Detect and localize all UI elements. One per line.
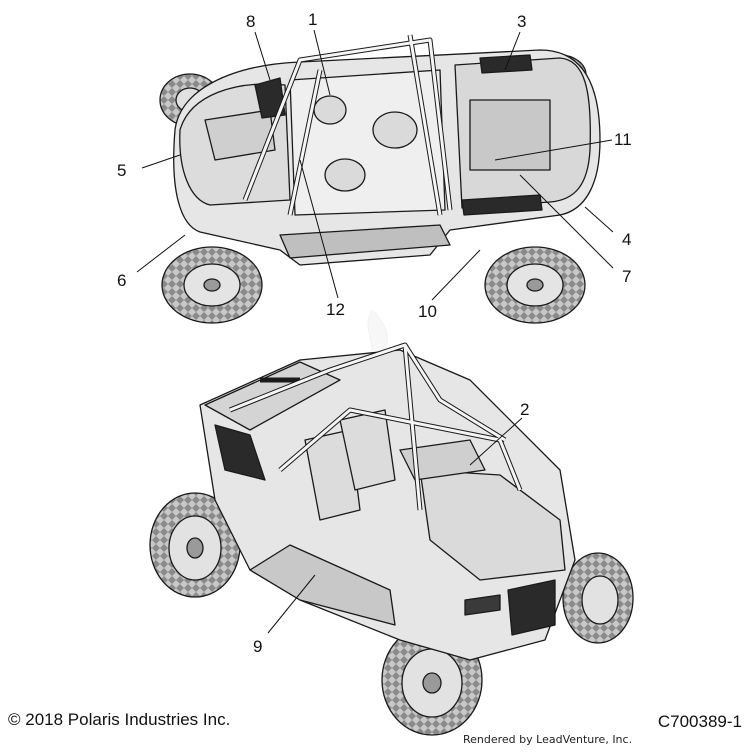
angle-left-rear-wheel bbox=[149, 492, 241, 598]
callout-7: 7 bbox=[622, 267, 632, 286]
copyright-text: © 2018 Polaris Industries Inc. bbox=[8, 710, 231, 729]
leader-line-4 bbox=[584, 206, 614, 233]
leader-lines bbox=[136, 29, 614, 634]
callout-3: 3 bbox=[517, 12, 527, 31]
callout-11: 11 bbox=[614, 130, 632, 149]
top-side-rocker bbox=[279, 224, 451, 259]
top-view-vehicle bbox=[159, 34, 601, 324]
callout-5: 5 bbox=[117, 161, 127, 180]
leader-line-1 bbox=[313, 29, 331, 96]
callout-6: 6 bbox=[117, 271, 127, 290]
angle-seat-left bbox=[304, 429, 361, 521]
leader-line-10 bbox=[431, 249, 481, 301]
angle-grille bbox=[507, 579, 556, 636]
top-front-right-wheel bbox=[161, 246, 263, 324]
angle-right-front-wheel bbox=[562, 552, 634, 644]
leader-line-11 bbox=[494, 139, 613, 161]
angle-side-panel bbox=[249, 544, 396, 626]
angle-hood bbox=[419, 469, 566, 581]
leader-line-2 bbox=[469, 417, 523, 466]
leader-line-3 bbox=[504, 31, 521, 71]
callout-2: 2 bbox=[520, 400, 530, 419]
leader-line-7 bbox=[519, 174, 614, 269]
callout-1: 1 bbox=[308, 10, 318, 29]
leader-line-5 bbox=[141, 154, 181, 169]
callout-9: 9 bbox=[253, 637, 263, 656]
callout-4: 4 bbox=[622, 230, 632, 249]
top-rear-right-wheel bbox=[484, 246, 586, 324]
callout-10: 10 bbox=[418, 302, 437, 321]
part-number: C700389-1 bbox=[657, 712, 742, 731]
callout-8: 8 bbox=[246, 12, 256, 31]
angle-view-vehicle bbox=[149, 342, 634, 736]
callout-12: 12 bbox=[326, 300, 345, 319]
render-credit: Rendered by LeadVenture, Inc. bbox=[463, 733, 633, 746]
leader-line-6 bbox=[136, 234, 186, 273]
leader-line-8 bbox=[254, 31, 271, 81]
leader-line-12 bbox=[299, 159, 339, 299]
leader-line-9 bbox=[267, 574, 316, 634]
